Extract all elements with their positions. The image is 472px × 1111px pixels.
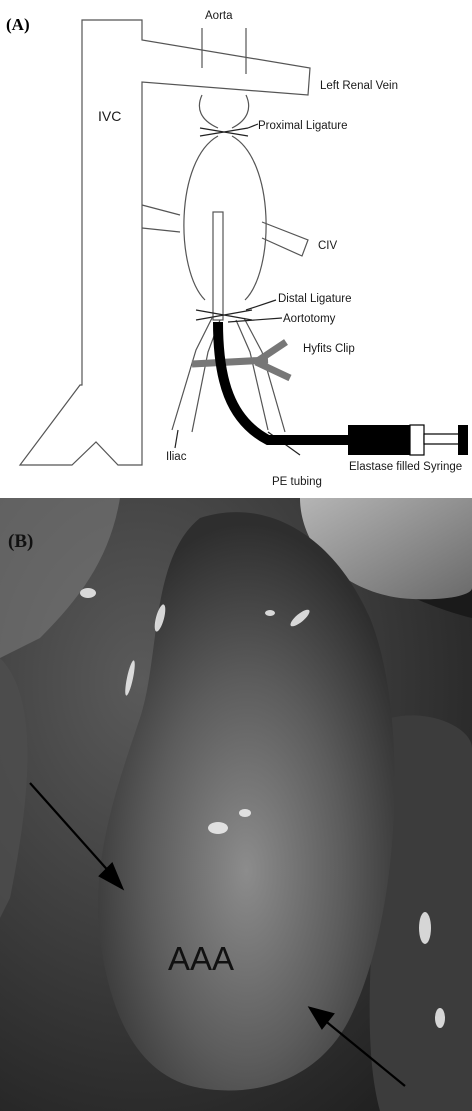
label-pe-tubing: PE tubing [272,476,322,488]
iliac-leader [175,430,178,448]
label-syringe: Elastase filled Syringe [349,461,462,473]
pe-tubing [218,322,348,440]
aorta-upper-bulge [199,95,248,128]
iliac-left-outer [172,318,212,430]
label-aortotomy: Aortotomy [283,313,336,325]
label-ivc: IVC [98,108,121,124]
panel-label-b: (B) [8,531,33,552]
label-iliac: Iliac [166,451,187,463]
panel-a-schematic: (A) Aorta Left Renal Vein IVC Proximal L… [0,0,472,498]
schematic-drawing: (A) Aorta Left Renal Vein IVC Proximal L… [0,0,472,498]
label-distal-ligature: Distal Ligature [278,293,352,305]
ivc-outline [20,20,310,465]
aaa-photograph: (B) AAA [0,498,472,1111]
ivc-branch-upper [142,205,180,215]
label-civ: CIV [318,240,338,252]
label-hyfits-clip: Hyfits Clip [303,343,355,355]
ivc-branch-lower [142,228,180,232]
syringe [348,425,468,455]
proximal-ligature-leader [248,124,258,128]
civ-branch [262,222,308,256]
distal-ligature-mark [196,310,252,320]
proximal-ligature-mark [200,128,248,136]
label-left-renal-vein: Left Renal Vein [320,80,398,92]
distal-ligature-leader [246,300,276,310]
label-proximal-ligature: Proximal Ligature [258,120,347,132]
catheter-inside-aorta [213,212,223,320]
label-aaa: AAA [168,940,234,977]
panel-label-a: (A) [6,15,30,34]
label-aorta: Aorta [205,10,233,22]
hyfits-clip [192,342,290,378]
aorta-aneurysm-bulge [184,136,266,300]
panel-b-photograph: (B) AAA [0,498,472,1111]
